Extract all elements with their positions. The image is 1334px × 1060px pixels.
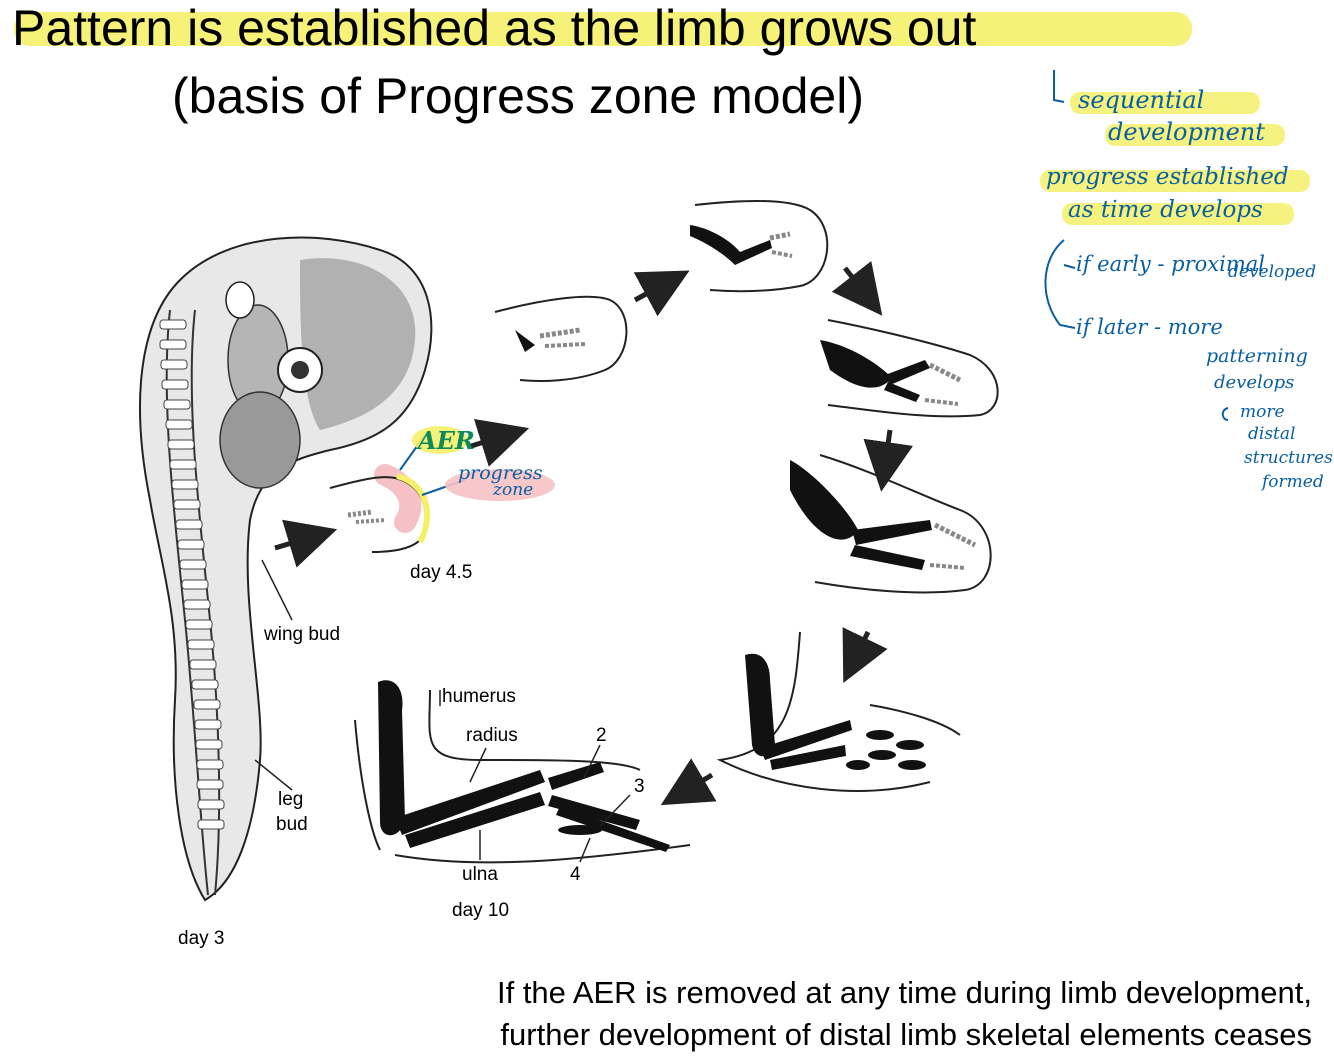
limb-day-10 <box>355 680 690 862</box>
label-ulna: ulna <box>462 864 498 886</box>
note-developed: developed <box>1228 262 1316 282</box>
limb-stage-4 <box>820 320 998 416</box>
label-digit-3: 3 <box>634 776 645 798</box>
arrow-embryo-to-bud <box>275 535 318 548</box>
note-develops: develops <box>1214 372 1294 393</box>
label-digit-4: 4 <box>570 864 581 886</box>
label-bud: bud <box>276 814 308 836</box>
label-humerus: humerus <box>442 686 516 708</box>
arrow-stage5-to-stage6 <box>852 632 868 665</box>
note-patterning: patterning <box>1206 345 1308 367</box>
arrow-stage3-to-stage4 <box>845 268 870 300</box>
label-day-3: day 3 <box>178 928 224 950</box>
footer-line-1: If the AER is removed at any time during… <box>497 972 1312 1014</box>
label-leg: leg <box>278 789 303 811</box>
progress-zone-annotation-2: zone <box>493 480 533 500</box>
note-development: development <box>1108 118 1265 146</box>
note-formed: formed <box>1262 472 1324 492</box>
footer-line-2: further development of distal limb skele… <box>500 1014 1312 1056</box>
arrow-stage4-to-stage5 <box>884 430 890 472</box>
label-day-10: day 10 <box>452 900 509 922</box>
limb-stage-6 <box>720 632 960 791</box>
note-if-later: if later - more <box>1076 315 1223 339</box>
label-wing-bud: wing bud <box>264 624 340 646</box>
label-radius: radius <box>466 725 518 747</box>
note-sequential: sequential <box>1078 86 1204 114</box>
arrow-stage2-to-stage3 <box>635 280 672 300</box>
arrow-stage6-to-day10 <box>678 775 712 795</box>
label-day-4-5: day 4.5 <box>410 562 472 584</box>
note-structures: structures <box>1244 448 1333 468</box>
limb-stage-2 <box>495 297 626 381</box>
note-more: more <box>1240 402 1285 422</box>
limb-stage-5 <box>790 455 991 592</box>
note-as-time-develops: as time develops <box>1068 197 1263 223</box>
aer-annotation: AER <box>418 426 475 455</box>
label-digit-2: 2 <box>596 725 607 747</box>
limb-stage-3 <box>690 201 827 291</box>
note-distal: distal <box>1248 424 1295 444</box>
note-progress-established: progress established <box>1046 164 1289 190</box>
